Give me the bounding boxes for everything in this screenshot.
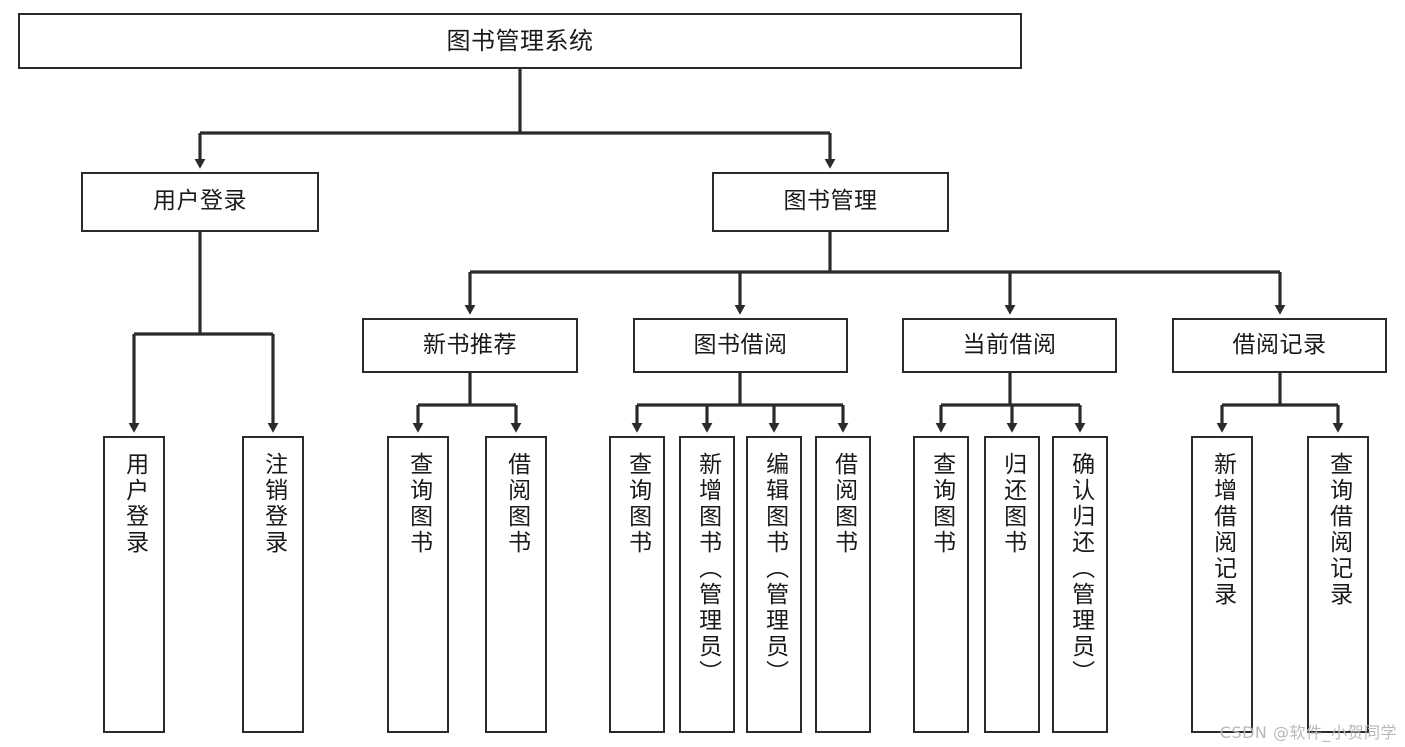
node-leaf-confirm-return-admin[interactable]: 确认归还（管理员）: [1052, 436, 1108, 733]
node-leaf-user-login-label: 用户登录: [121, 452, 148, 556]
node-root[interactable]: 图书管理系统: [18, 13, 1022, 69]
node-book-management-label: 图书管理: [783, 188, 878, 215]
node-book-borrow-label: 图书借阅: [693, 331, 788, 358]
node-leaf-add-borrow-record-label: 新增借阅记录: [1209, 452, 1236, 608]
node-user-login[interactable]: 用户登录: [81, 172, 319, 232]
node-leaf-query-borrow-record-label: 查询借阅记录: [1325, 452, 1352, 608]
node-book-management[interactable]: 图书管理: [712, 172, 949, 232]
node-leaf-borrow-book-label: 借阅图书: [830, 452, 857, 556]
node-leaf-return-book-label: 归还图书: [999, 452, 1026, 556]
node-leaf-logout-login[interactable]: 注销登录: [242, 436, 304, 733]
node-leaf-query-book-recommend-label: 查询图书: [405, 452, 432, 556]
watermark-text: CSDN @软件_小贺同学: [1219, 723, 1397, 742]
node-new-book-recommend-label: 新书推荐: [423, 331, 517, 358]
node-leaf-query-book-recommend[interactable]: 查询图书: [387, 436, 449, 733]
node-current-borrow-label: 当前借阅: [962, 331, 1057, 358]
node-leaf-add-borrow-record[interactable]: 新增借阅记录: [1191, 436, 1253, 733]
node-leaf-add-book-admin-label: 新增图书（管理员）: [694, 452, 721, 686]
node-new-book-recommend[interactable]: 新书推荐: [362, 318, 578, 373]
node-root-label: 图书管理系统: [446, 26, 594, 55]
node-leaf-borrow-book[interactable]: 借阅图书: [815, 436, 871, 733]
node-current-borrow[interactable]: 当前借阅: [902, 318, 1117, 373]
node-leaf-borrow-book-recommend[interactable]: 借阅图书: [485, 436, 547, 733]
node-leaf-borrow-book-recommend-label: 借阅图书: [503, 452, 530, 556]
node-borrow-record-label: 借阅记录: [1232, 331, 1327, 358]
node-leaf-edit-book-admin[interactable]: 编辑图书（管理员）: [746, 436, 802, 733]
node-leaf-logout-login-label: 注销登录: [260, 452, 287, 556]
node-leaf-query-book-borrow-label: 查询图书: [624, 452, 651, 556]
node-leaf-add-book-admin[interactable]: 新增图书（管理员）: [679, 436, 735, 733]
node-leaf-user-login[interactable]: 用户登录: [103, 436, 165, 733]
node-book-borrow[interactable]: 图书借阅: [633, 318, 848, 373]
node-leaf-confirm-return-admin-label: 确认归还（管理员）: [1067, 452, 1094, 686]
node-leaf-query-borrow-record[interactable]: 查询借阅记录: [1307, 436, 1369, 733]
node-leaf-return-book[interactable]: 归还图书: [984, 436, 1040, 733]
node-leaf-query-book-current-label: 查询图书: [928, 452, 955, 556]
node-leaf-query-book-borrow[interactable]: 查询图书: [609, 436, 665, 733]
node-leaf-edit-book-admin-label: 编辑图书（管理员）: [761, 452, 788, 686]
node-user-login-label: 用户登录: [153, 188, 247, 215]
node-borrow-record[interactable]: 借阅记录: [1172, 318, 1387, 373]
node-leaf-query-book-current[interactable]: 查询图书: [913, 436, 969, 733]
